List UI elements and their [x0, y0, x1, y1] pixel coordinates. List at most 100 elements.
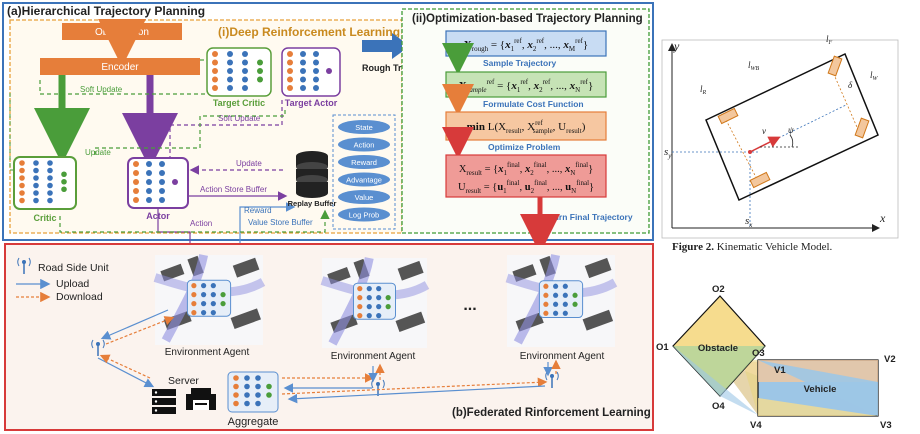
x-result-formula: Xresult = {x1final, x2final, ..., xNfina…	[459, 161, 593, 177]
v4-label: V4	[750, 420, 762, 431]
network-node	[133, 170, 139, 176]
network-node	[159, 179, 165, 185]
network-node	[227, 51, 233, 57]
fig2-lwb-label: lWB	[748, 60, 760, 72]
network-node	[212, 59, 218, 66]
buffer-item-pill	[338, 155, 390, 169]
target-actor-network	[287, 51, 332, 91]
network-node	[313, 68, 319, 74]
target-actor-box	[281, 47, 341, 97]
fig2-sx-label: sx	[745, 215, 753, 229]
network-node	[19, 167, 25, 174]
network-node	[212, 76, 218, 83]
network-node	[300, 51, 306, 57]
target-actor-label: Target Actor	[285, 98, 338, 108]
network-node	[159, 188, 165, 194]
network-node	[287, 76, 293, 83]
network-node	[233, 400, 239, 407]
buffer-item-label: Log Prob	[349, 211, 379, 220]
fig2-y-label: y	[673, 39, 680, 53]
network-node	[357, 295, 363, 301]
network-node	[210, 292, 216, 298]
obstacle-vehicle-diagram	[672, 295, 879, 417]
scene-building	[584, 257, 612, 279]
network-node	[257, 68, 263, 74]
critic-network	[19, 160, 67, 204]
network-node	[257, 76, 263, 83]
vehicle-label: Vehicle	[804, 384, 837, 395]
x-sample-formula: Xsampleref = {x1ref, x2ref, ..., xNref}	[459, 78, 594, 94]
network-node	[47, 175, 53, 181]
network-node	[201, 301, 207, 307]
printer-icon	[186, 388, 216, 410]
network-node	[257, 59, 263, 66]
network-node	[553, 283, 559, 289]
legend-download-label: Download	[56, 291, 103, 303]
network-node	[242, 59, 248, 66]
network-node	[366, 286, 372, 292]
action-label: Action	[190, 219, 212, 228]
fig2-psi-label: ψ	[788, 125, 794, 135]
network-node	[255, 375, 261, 381]
buffer-item-pill	[338, 172, 390, 187]
environment-scenes	[153, 254, 618, 348]
network-node	[159, 197, 165, 203]
network-node	[133, 161, 139, 167]
network-node	[33, 167, 39, 174]
obstacle-label: Obstacle	[698, 343, 738, 354]
svg-text:x, u: x, u	[458, 134, 467, 140]
x-rough-formula: Xrough = {x1ref, x2ref, ..., xMref}	[464, 37, 588, 53]
network-node	[19, 160, 25, 166]
buffer-item-pill	[338, 190, 390, 204]
network-node	[543, 292, 549, 298]
network-node	[47, 182, 53, 189]
network-node	[313, 59, 319, 66]
network-node	[201, 283, 207, 289]
network-node	[366, 304, 372, 310]
network-node	[19, 182, 25, 189]
optimize-label: Optimize Problem	[488, 142, 561, 152]
panel-b-title: (b)Federated Rinforcement Learning	[452, 407, 651, 419]
network-node	[287, 51, 293, 57]
fig2-lw-label: lW	[870, 70, 879, 82]
ellipsis-label: ...	[463, 297, 476, 314]
network-node	[266, 392, 272, 398]
network-node	[313, 76, 319, 83]
network-node	[146, 197, 152, 203]
target-critic-box	[206, 47, 272, 97]
scene-network-box	[186, 279, 232, 317]
network-node	[227, 68, 233, 74]
scene-network-box	[538, 280, 584, 319]
env-agent-3-label: Environment Agent	[520, 351, 605, 362]
aggregate-box	[227, 371, 279, 413]
network-node	[300, 59, 306, 66]
network-node	[159, 170, 165, 176]
network-node	[562, 301, 568, 307]
fig2-delta-label: δ	[848, 80, 853, 90]
scene-building	[395, 311, 426, 332]
scene-building	[397, 260, 424, 281]
network-node	[553, 292, 559, 298]
network-node	[33, 160, 39, 166]
network-node	[553, 310, 559, 316]
network-node	[227, 59, 233, 66]
network-node	[376, 286, 382, 292]
legend-rsu-label: Road Side Unit	[38, 262, 109, 274]
buffer-items-frame	[332, 114, 396, 230]
replay-buffer-label: Replay Buffer	[288, 199, 337, 208]
replay-buffer-icon	[296, 151, 328, 198]
network-node	[242, 85, 248, 91]
network-node	[47, 197, 53, 204]
network-node	[33, 190, 39, 196]
network-node	[19, 197, 25, 204]
network-node	[357, 304, 363, 310]
network-node	[326, 68, 332, 74]
formulate-label: Formulate Cost Function	[483, 99, 584, 109]
network-node	[357, 286, 363, 292]
network-node	[366, 295, 372, 301]
scene-building	[230, 308, 261, 329]
network-node	[191, 301, 197, 307]
buffer-item-label: State	[355, 123, 373, 132]
buffer-item-pill	[338, 137, 390, 152]
